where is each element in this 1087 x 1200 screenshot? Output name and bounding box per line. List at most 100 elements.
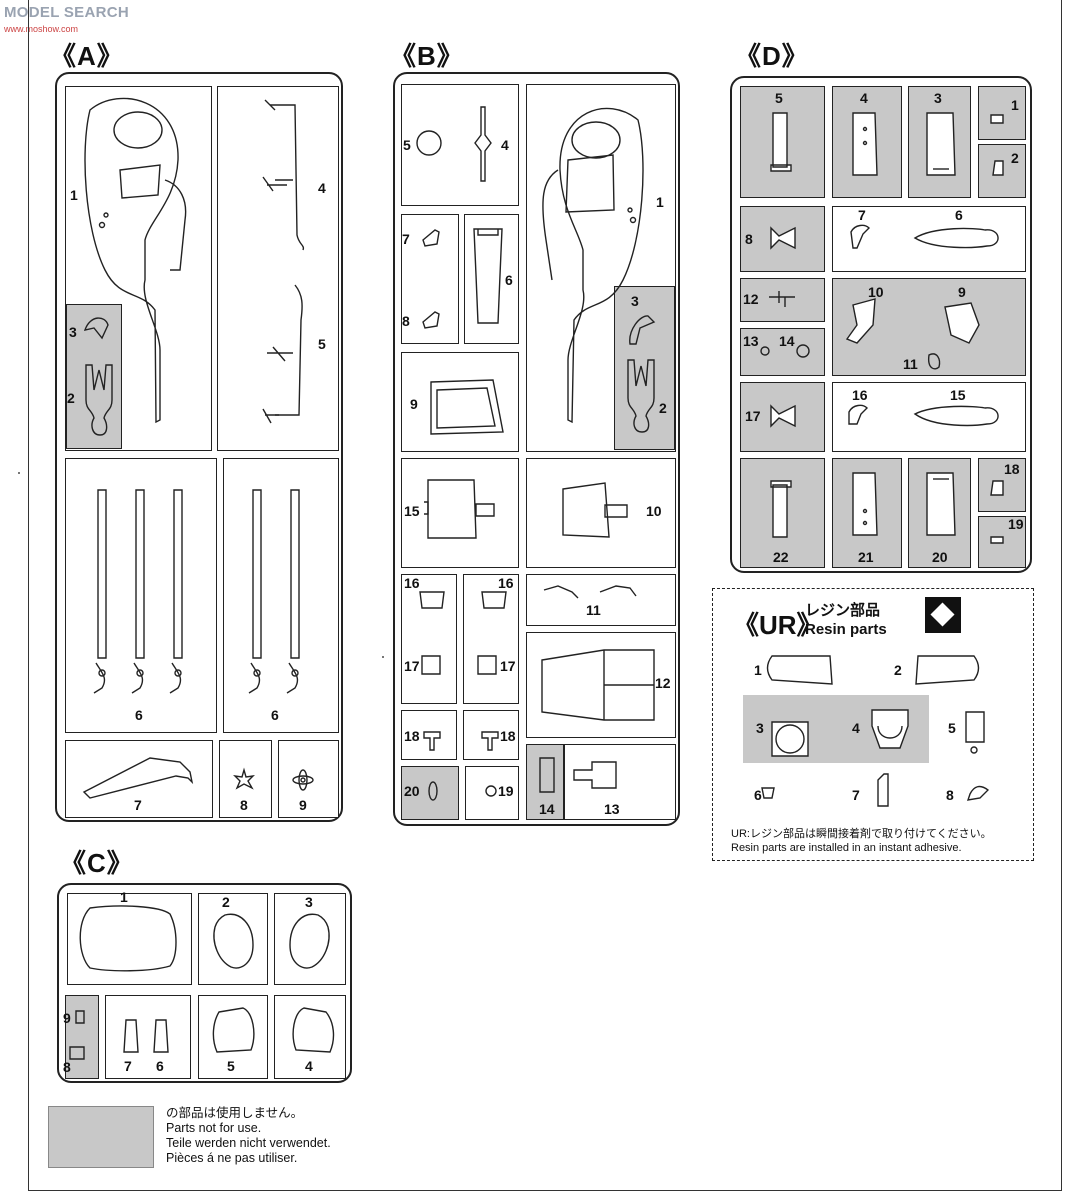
part-number-c4: 4 — [305, 1058, 313, 1074]
windshield-part-c1 — [79, 905, 177, 972]
parts-b16-b17 — [419, 591, 507, 675]
interior-parts-d9-d14 — [760, 291, 980, 370]
sprue-b-cell-9 — [401, 352, 519, 452]
sprue-a-cell-part8 — [219, 740, 272, 818]
part-number-c1: 1 — [120, 889, 128, 905]
part-number-d5: 5 — [775, 90, 783, 106]
part-number-c3: 3 — [305, 894, 313, 910]
pilot-seat-parts — [83, 317, 113, 436]
part-number-d7: 7 — [858, 207, 866, 223]
pilot-figure-parts-d15-d17 — [770, 404, 999, 428]
part-number-a8: 8 — [240, 797, 248, 813]
window-part-c5 — [212, 1007, 255, 1053]
legend-line-en: Parts not for use. — [166, 1121, 262, 1135]
fuselage-half-right-part — [542, 107, 644, 424]
part-number-a6a: 6 — [135, 707, 143, 723]
part-number-b8: 8 — [402, 313, 410, 329]
part-number-b17b: 17 — [500, 658, 516, 674]
sprue-d-cell-13-14 — [740, 328, 825, 376]
sprue-c-cell-6-7 — [105, 995, 191, 1079]
part-b15-seat — [424, 479, 495, 539]
sprue-b-cell-4-5 — [401, 84, 519, 206]
part-number-u2: 2 — [894, 662, 902, 678]
section-c-title: 《C》 — [60, 848, 134, 878]
resin-part-drawings — [761, 655, 990, 807]
legend-line-fr: Pièces á ne pas utiliser. — [166, 1151, 298, 1165]
parts-b19-b20 — [428, 781, 497, 801]
unused-parts-swatch — [48, 1106, 154, 1168]
legend-line-jp: の部品は使用しません。 — [166, 1106, 304, 1120]
part-number-d4: 4 — [860, 90, 868, 106]
part-number-b13: 13 — [604, 801, 620, 817]
sprue-b-cell-14-unused — [526, 744, 564, 820]
part-number-b1: 1 — [656, 194, 664, 210]
part-number-b18a: 18 — [404, 728, 420, 744]
sprue-d-cell-18 — [978, 458, 1026, 512]
part-number-d12: 12 — [743, 291, 759, 307]
sprue-a-cell-rotors-2 — [223, 458, 339, 733]
window-part-c3 — [289, 913, 330, 969]
part-number-d19: 19 — [1008, 516, 1024, 532]
part-number-b16b: 16 — [498, 575, 514, 591]
part-number-d1: 1 — [1011, 97, 1019, 113]
sprue-d-cell-4 — [832, 86, 902, 198]
sprue-a-cell-part9 — [278, 740, 339, 818]
part-number-d9: 9 — [958, 284, 966, 300]
part-number-c2: 2 — [222, 894, 230, 910]
sprue-d-frame — [730, 76, 1032, 573]
part-number-d6: 6 — [955, 207, 963, 223]
part-number-b12: 12 — [655, 675, 671, 691]
sprue-d-cell-6-7 — [832, 206, 1026, 272]
scan-speck — [18, 472, 20, 474]
part-number-b20: 20 — [404, 783, 420, 799]
part-number-u4: 4 — [852, 720, 860, 736]
part-number-a2: 2 — [67, 390, 75, 406]
part-b10-seat — [562, 482, 628, 538]
part-number-a4: 4 — [318, 180, 326, 196]
section-d-title: 《D》 — [735, 41, 809, 71]
part-number-d20: 20 — [932, 549, 948, 565]
sprue-d-cell-1 — [978, 86, 1026, 140]
part-number-b11: 11 — [586, 602, 601, 618]
sprue-c-cell-8-9-unused — [65, 995, 99, 1079]
resin-parts-title-jp: レジン部品 — [805, 602, 881, 619]
window-part-c4 — [292, 1007, 335, 1053]
pilot-figure-parts-d6-d7-d8 — [770, 224, 999, 250]
window-part-c2 — [213, 913, 254, 969]
part-number-d17: 17 — [745, 408, 761, 424]
part-number-u3: 3 — [756, 720, 764, 736]
rotor-blade-parts-3 — [93, 489, 183, 694]
sprue-a-frame — [55, 72, 343, 822]
sprue-b-cell-16-17-left — [401, 574, 457, 704]
sprue-a-cell-skids — [217, 86, 339, 451]
part-number-d14: 14 — [779, 333, 795, 349]
part-number-b18b: 18 — [500, 728, 516, 744]
part-number-u5: 5 — [948, 720, 956, 736]
part-number-a6b: 6 — [271, 707, 279, 723]
part-number-a3: 3 — [69, 324, 77, 340]
part-number-b14: 14 — [539, 801, 555, 817]
sheet-border — [28, 0, 1062, 1191]
part-number-a7: 7 — [134, 797, 142, 813]
resin-note-jp: UR:レジン部品は瞬間接着剤で取り付けてください。 — [731, 828, 992, 840]
part-number-d10: 10 — [868, 284, 884, 300]
part-number-c8: 8 — [63, 1059, 71, 1075]
sprue-d-cell-15-16 — [832, 382, 1026, 452]
parts-b18 — [423, 731, 499, 751]
part-number-b10: 10 — [646, 503, 662, 519]
part-number-b15: 15 — [404, 503, 420, 519]
legend-line-de: Teile werden nicht verwendet. — [166, 1136, 331, 1150]
landing-skid-parts — [262, 99, 305, 424]
part-number-b6: 6 — [505, 272, 513, 288]
resin-parts-panel: 《UR》 レジン部品 Resin parts UR:レジン部品は瞬間接着剤で取り… — [712, 588, 1034, 861]
part-number-d15: 15 — [950, 387, 966, 403]
part-number-d22: 22 — [773, 549, 789, 565]
sprue-b-cell-18-left — [401, 710, 457, 760]
sprue-b-unused-area — [614, 286, 675, 450]
sprue-b-cell-10 — [526, 458, 676, 568]
parts-b4-b5 — [416, 106, 492, 182]
part-b12-floor — [541, 649, 655, 721]
scan-speck — [382, 656, 384, 658]
sprue-b-cell-19 — [465, 766, 519, 820]
part-number-u6: 6 — [754, 787, 762, 803]
